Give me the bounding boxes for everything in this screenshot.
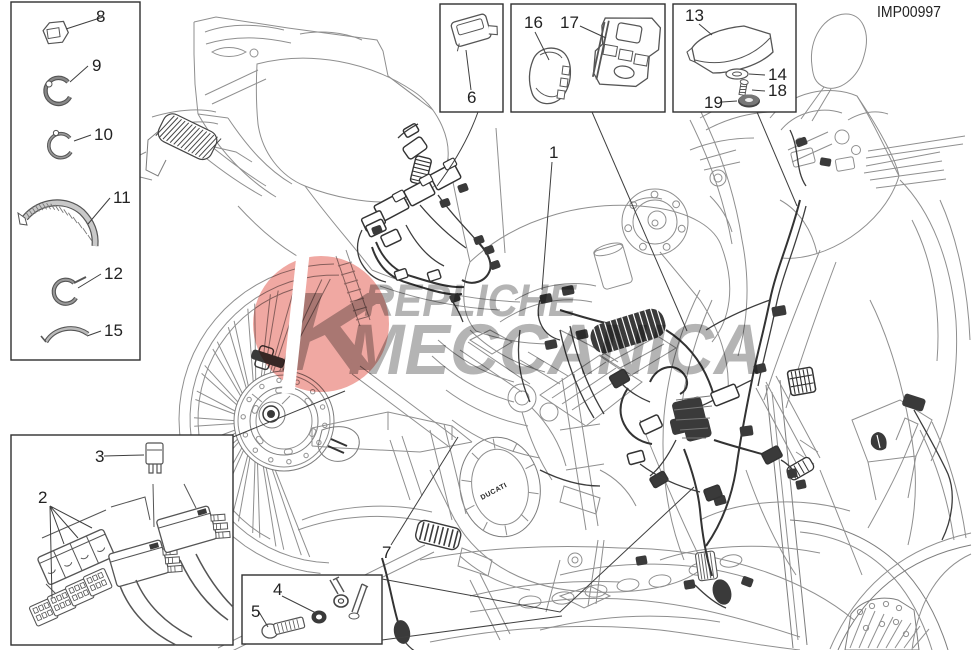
svg-text:16: 16 — [524, 13, 543, 32]
svg-text:5: 5 — [251, 602, 260, 621]
svg-text:1: 1 — [549, 143, 558, 162]
svg-text:MECCANICA: MECCANICA — [348, 311, 763, 390]
svg-text:IMP00997: IMP00997 — [877, 4, 941, 21]
svg-text:19: 19 — [704, 93, 723, 112]
svg-text:2: 2 — [38, 488, 47, 507]
svg-text:13: 13 — [685, 6, 704, 25]
svg-text:12: 12 — [104, 264, 123, 283]
svg-text:17: 17 — [560, 13, 579, 32]
svg-text:15: 15 — [104, 321, 123, 340]
svg-text:11: 11 — [113, 188, 131, 207]
svg-text:7: 7 — [382, 543, 391, 562]
svg-text:14: 14 — [768, 65, 787, 84]
svg-text:18: 18 — [768, 81, 787, 100]
svg-text:4: 4 — [273, 580, 282, 599]
svg-text:6: 6 — [467, 88, 476, 107]
svg-text:9: 9 — [92, 56, 101, 75]
svg-text:3: 3 — [95, 447, 104, 466]
svg-text:10: 10 — [94, 125, 113, 144]
svg-text:8: 8 — [96, 7, 105, 26]
